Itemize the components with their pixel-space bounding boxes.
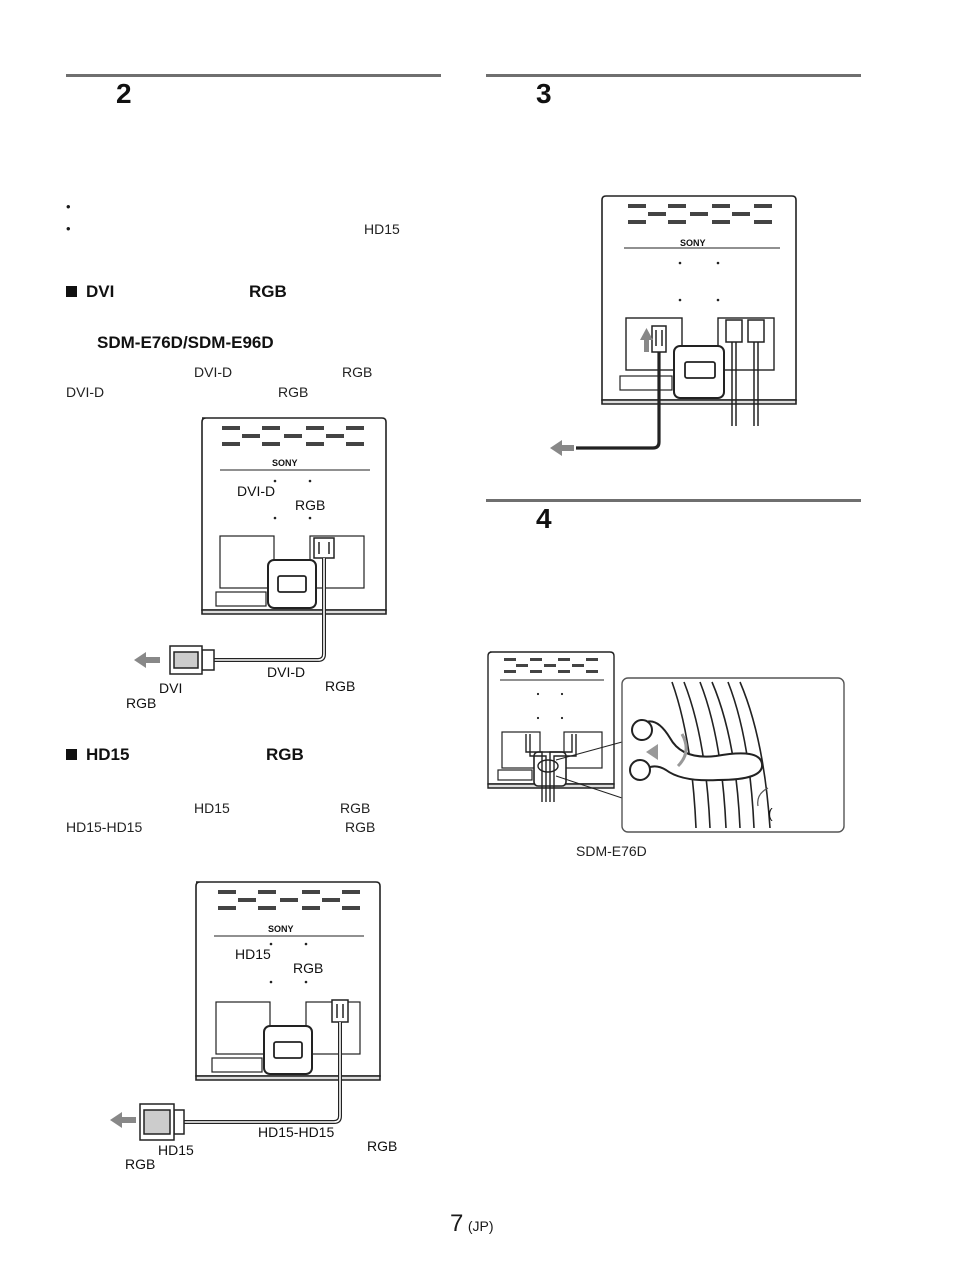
step-3-number: 3 — [536, 78, 552, 109]
dvi-fig-cable-rgb: RGB — [325, 678, 355, 694]
step-4-number: 4 — [536, 503, 552, 534]
bullet-1: • — [66, 199, 71, 214]
dvi-connection-figure: SONY DVI-D RGB DVI-D RGB DVI RGB — [126, 417, 387, 711]
hd15-fig-hd15: HD15 — [158, 1142, 194, 1158]
square-bullet-icon — [66, 749, 77, 760]
screw-dots — [273, 479, 312, 520]
small-cables — [525, 734, 577, 802]
cable-holder-figure: ( — [487, 651, 845, 833]
hd15-heading-a: HD15 — [86, 745, 130, 764]
hd15-line1-rgb: RGB — [340, 800, 371, 816]
section-4-rule — [486, 499, 861, 502]
dvi-line1-dvid: DVI-D — [194, 364, 233, 380]
hd15-connection-figure: SONY HD15 RGB HD15-HD15 RGB HD15 RGB — [110, 881, 397, 1172]
hd15-fig-cable: HD15-HD15 — [258, 1124, 334, 1140]
vent-grille — [218, 890, 360, 910]
dvi-fig-connector: DVI-D — [237, 483, 275, 499]
hd15-fig-cable-rgb: RGB — [367, 1138, 397, 1154]
hd15-line1-hd15: HD15 — [194, 800, 230, 816]
section-2-rule — [66, 74, 441, 77]
dvi-line1-rgb: RGB — [342, 364, 373, 380]
screw-dots — [536, 692, 564, 720]
hd15-arrow — [110, 1112, 136, 1128]
dvi-fig-input: RGB — [295, 497, 325, 513]
dvi-arrow — [134, 652, 160, 668]
dvi-fig-dvi: DVI — [159, 680, 182, 696]
signal-plugs — [725, 319, 765, 426]
hd15-fig-rgb: RGB — [125, 1156, 155, 1172]
up-arrow-icon — [640, 328, 653, 352]
step-2-number: 2 — [116, 78, 132, 109]
dvi-cable-connector — [169, 645, 215, 675]
dvi-line2-rgb: RGB — [278, 384, 309, 400]
power-plug — [651, 325, 667, 353]
page-number-value: 7 — [450, 1210, 464, 1237]
dvi-line2-dvid: DVI-D — [66, 384, 105, 400]
square-bullet-icon — [66, 286, 77, 297]
monitor-brand: SONY — [272, 458, 298, 468]
monitor-brand: SONY — [268, 924, 294, 934]
hd15-fig-connector: HD15 — [235, 946, 271, 962]
dvi-heading: DVI — [66, 282, 114, 302]
hd15-plug — [331, 999, 349, 1023]
monitor-back-dvi — [201, 417, 387, 615]
rotate-arrow-icon — [676, 733, 688, 768]
power-connection-figure: SONY — [550, 195, 797, 456]
screw-dots — [678, 261, 720, 302]
section-3-rule — [486, 74, 861, 77]
zoom-cables — [671, 681, 771, 829]
bullet-2: • — [66, 221, 71, 236]
dvi-heading-a: DVI — [86, 282, 115, 301]
hd15-fig-input: RGB — [293, 960, 323, 976]
screw-dots — [269, 942, 308, 984]
vent-grille — [504, 658, 598, 673]
left-arrow-icon — [550, 440, 574, 456]
holder-paren: ( — [768, 805, 773, 821]
monitor-back-power — [601, 195, 797, 405]
dvi-plug — [313, 537, 335, 559]
hd15-line2-cable: HD15-HD15 — [66, 819, 143, 835]
dvi-model: SDM-E76D/SDM-E96D — [97, 333, 274, 352]
dvi-fig-cable: DVI-D — [267, 664, 305, 680]
hd15-line2-rgb: RGB — [345, 819, 376, 835]
hd15-heading-rgb: RGB — [266, 745, 304, 764]
vent-grille — [222, 426, 364, 446]
cable-holder — [629, 719, 764, 782]
hd15-cable-connector — [139, 1103, 185, 1141]
monitor-back-hd15 — [195, 881, 381, 1081]
page-number-suffix: (JP) — [467, 1218, 494, 1234]
dvi-heading-rgb: RGB — [249, 282, 287, 301]
monitor-brand: SONY — [680, 238, 706, 248]
model-caption: SDM-E76D — [576, 843, 647, 859]
page-number: 7 (JP) — [450, 1210, 493, 1238]
bullet-2-hd15: HD15 — [364, 221, 400, 237]
vent-grille — [628, 204, 772, 224]
hd15-heading: HD15 — [66, 745, 129, 765]
dvi-fig-rgb: RGB — [126, 695, 156, 711]
power-cord — [576, 352, 661, 450]
